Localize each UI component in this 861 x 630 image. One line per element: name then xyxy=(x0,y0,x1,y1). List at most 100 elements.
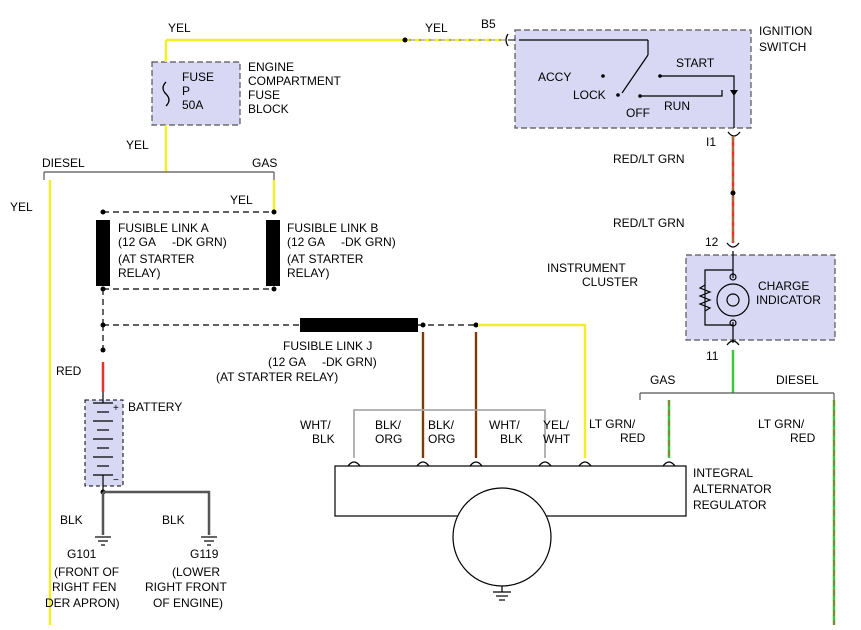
fuse-block-box xyxy=(151,61,241,126)
label-instrument-cluster-2: CLUSTER xyxy=(582,275,638,289)
wire-yel-fuse-split xyxy=(43,125,276,625)
label-fusible-link-j-2: (12 GA -DK GRN) xyxy=(268,355,377,369)
wire-blk-grounds xyxy=(100,489,211,535)
label-blk-1: BLK xyxy=(60,513,83,527)
label-off: OFF xyxy=(626,106,650,120)
label-accy: ACCY xyxy=(538,70,571,84)
label-g101-4: DER APRON) xyxy=(45,596,120,610)
label-regulator-2: ALTERNATOR xyxy=(693,482,772,496)
label-fusible-link-a-2: (12 GA -DK GRN) xyxy=(118,235,227,249)
ground-g119-icon xyxy=(201,536,217,546)
wire-yel-wht xyxy=(478,323,587,458)
label-yel-wht-b: WHT xyxy=(543,432,571,446)
alternator-icon xyxy=(452,487,552,587)
label-gas-right: GAS xyxy=(650,373,675,387)
label-g119-4: OF ENGINE) xyxy=(153,596,223,610)
label-blk-org-2b: ORG xyxy=(428,432,455,446)
label-yel-top-left: YEL xyxy=(168,21,191,35)
label-fuse-block-4: BLOCK xyxy=(248,102,289,116)
svg-text:−: − xyxy=(113,475,119,486)
label-lt-grn-red-2b: RED xyxy=(790,431,816,445)
label-fusible-link-b-2: (12 GA -DK GRN) xyxy=(287,235,396,249)
label-fuse-block-2: COMPARTMENT xyxy=(248,74,342,88)
wire-blk-org xyxy=(421,332,478,458)
wire-lt-grn-red xyxy=(639,340,836,625)
label-wht-blk-2a: WHT/ xyxy=(489,418,520,432)
label-yel-wht-a: YEL/ xyxy=(543,418,570,432)
label-ignition-switch-2: SWITCH xyxy=(759,40,806,54)
label-fusible-link-b-3: (AT STARTER xyxy=(287,252,364,266)
label-regulator-1: INTEGRAL xyxy=(693,466,753,480)
label-wht-blk-1a: WHT/ xyxy=(300,418,331,432)
label-fuse-2: P xyxy=(182,84,190,98)
label-ignition-switch-1: IGNITION xyxy=(759,24,812,38)
fusible-link-network xyxy=(96,209,479,392)
label-diesel-right: DIESEL xyxy=(776,373,819,387)
charge-indicator-circuit xyxy=(698,251,750,343)
label-pin-12: 12 xyxy=(705,235,719,249)
label-red-lt-grn-2: RED/LT GRN xyxy=(613,216,685,230)
ignition-switch-contacts xyxy=(519,39,741,137)
wire-red-lt-grn xyxy=(726,136,740,248)
label-gas-left: GAS xyxy=(252,156,277,170)
label-fusible-link-b-1: FUSIBLE LINK B xyxy=(287,221,378,235)
label-lt-grn-red-2a: LT GRN/ xyxy=(758,417,805,431)
wire-wht-blk xyxy=(353,409,546,458)
label-wht-blk-1b: BLK xyxy=(312,432,335,446)
label-blk-org-1b: ORG xyxy=(375,432,402,446)
label-fuse-3: 50A xyxy=(182,98,203,112)
label-fusible-link-b-4: RELAY) xyxy=(287,266,329,280)
instrument-cluster-box xyxy=(685,254,836,341)
label-red: RED xyxy=(56,364,82,378)
fuse-symbol-icon xyxy=(162,81,170,107)
label-fuse-block-1: ENGINE xyxy=(248,60,294,74)
label-fuse-1: FUSE xyxy=(182,70,214,84)
label-regulator-3: REGULATOR xyxy=(693,498,767,512)
svg-text:+: + xyxy=(113,403,119,414)
label-charge-indicator-2: INDICATOR xyxy=(756,293,821,307)
label-g119-3: RIGHT FRONT xyxy=(145,580,227,594)
wire-yel-top xyxy=(164,33,515,62)
ignition-switch-box xyxy=(514,29,752,129)
label-lock: LOCK xyxy=(573,88,606,102)
label-fusible-link-j-1: FUSIBLE LINK J xyxy=(283,339,372,353)
resistor-icon xyxy=(698,284,712,312)
label-wht-blk-2b: BLK xyxy=(500,432,523,446)
label-lt-grn-red-1a: LT GRN/ xyxy=(589,417,636,431)
battery-icon: + − xyxy=(84,392,124,492)
label-fusible-link-a-3: (AT STARTER xyxy=(118,252,195,266)
label-g101-3: RIGHT FEN xyxy=(52,580,116,594)
label-g119-2: (LOWER xyxy=(172,565,220,579)
label-run: RUN xyxy=(664,99,690,113)
label-g101-1: G101 xyxy=(67,547,97,561)
label-red-lt-grn-1: RED/LT GRN xyxy=(613,152,685,166)
label-pin-11: 11 xyxy=(706,349,719,363)
label-yel-gas-wire: YEL xyxy=(230,193,253,207)
label-i1: I1 xyxy=(706,135,716,149)
label-diesel-left: DIESEL xyxy=(42,156,85,170)
alternator-ground-icon xyxy=(493,586,511,601)
label-g101-2: (FRONT OF xyxy=(54,565,119,579)
fusible-link-j-symbol xyxy=(300,318,418,332)
fusible-link-b-symbol xyxy=(266,220,280,286)
label-instrument-cluster-1: INSTRUMENT xyxy=(547,261,626,275)
label-yel-below-fuse: YEL xyxy=(126,138,149,152)
label-yel-top-right: YEL xyxy=(425,21,448,35)
label-b5: B5 xyxy=(481,17,496,31)
label-blk-org-1a: BLK/ xyxy=(375,418,402,432)
label-g119-1: G119 xyxy=(190,547,219,561)
ground-g101-icon xyxy=(95,536,111,546)
label-blk-2: BLK xyxy=(162,513,185,527)
label-charge-indicator-1: CHARGE xyxy=(758,279,809,293)
label-fusible-link-a-1: FUSIBLE LINK A xyxy=(118,221,209,235)
bulb-icon xyxy=(716,283,750,317)
label-blk-org-2a: BLK/ xyxy=(428,418,455,432)
label-fuse-block-3: FUSE xyxy=(248,88,280,102)
regulator-terminals xyxy=(347,461,676,467)
label-fusible-link-j-3: (AT STARTER RELAY) xyxy=(216,370,338,384)
fusible-link-a-symbol xyxy=(96,220,110,286)
label-yel-left-wire: YEL xyxy=(10,200,33,214)
label-lt-grn-red-1b: RED xyxy=(620,431,646,445)
